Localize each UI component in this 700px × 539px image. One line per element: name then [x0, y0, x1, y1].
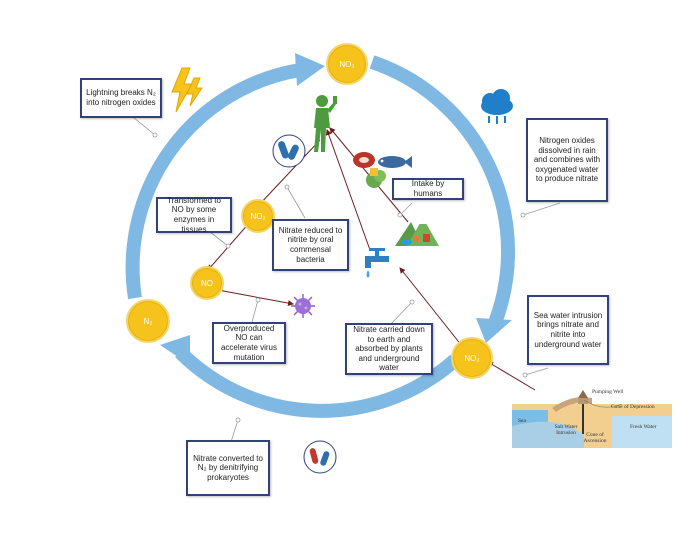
- arrow-human-to-no2: [257, 139, 321, 207]
- node-no2: NO₂: [241, 199, 275, 233]
- node-no3-top: NO₃: [326, 43, 368, 85]
- groundwater-inset: [512, 390, 672, 448]
- node-n2: N₂: [126, 299, 170, 343]
- cycle-arrowhead-right: [476, 318, 512, 343]
- cycle-arrow-bottom: [175, 347, 460, 418]
- box-overproduced: Overproduced NO can accelerate virus mut…: [212, 322, 286, 364]
- virus-icon: [291, 294, 315, 318]
- inset-sea: Sea: [518, 418, 526, 424]
- box-carried-down: Nitrate carried down to earth and absorb…: [345, 323, 433, 375]
- box-nitrogen-oxides: Nitrogen oxides dissolved in rain and co…: [526, 118, 608, 202]
- inset-cone-ascension: Cone of Ascension: [583, 432, 607, 444]
- arrow-no-to-virus: [217, 289, 294, 307]
- box-intake: Intake by humans: [392, 178, 464, 200]
- human-drinking-icon: [314, 95, 337, 152]
- prokaryote-icon: [303, 440, 337, 474]
- arrow-tap-to-human: [325, 129, 371, 251]
- tap-icon: [365, 248, 389, 278]
- bacteria-icon: [272, 134, 306, 168]
- cycle-arrow-left: [125, 63, 302, 300]
- box-nitrate-reduced: Nitrate reduced to nitrite by oral comme…: [272, 219, 349, 271]
- arrow-no3-to-tap: [399, 267, 463, 347]
- food-icon: [353, 152, 412, 188]
- inset-fresh-water: Fresh Water: [630, 424, 657, 430]
- node-no3-right: NO₃: [451, 337, 493, 379]
- arrow-inset-to-no3: [487, 361, 536, 391]
- landscape-icon: [395, 218, 439, 246]
- box-converted: Nitrate converted to N₂ by denitrifying …: [186, 440, 270, 496]
- inset-salt-water: Salt Water Intrusion: [554, 424, 578, 436]
- inset-cone-depression: Cone of Depression: [611, 404, 655, 410]
- box-sea-water: Sea water intrusion brings nitrate and n…: [527, 295, 609, 365]
- box-transformed: Transformed to NO by some enzymes in tis…: [156, 196, 232, 234]
- cycle-arrow-right: [369, 55, 516, 333]
- inset-pumping-well: Pumping Well: [592, 389, 624, 395]
- node-no: NO: [190, 266, 224, 300]
- cycle-arrowhead-left: [295, 53, 325, 86]
- rain-cloud-icon: [481, 89, 513, 124]
- lightning-icon: [171, 67, 203, 113]
- cycle-arrowhead-bottom: [160, 335, 190, 365]
- box-lightning: Lightning breaks N₂ into nitrogen oxides: [80, 78, 162, 118]
